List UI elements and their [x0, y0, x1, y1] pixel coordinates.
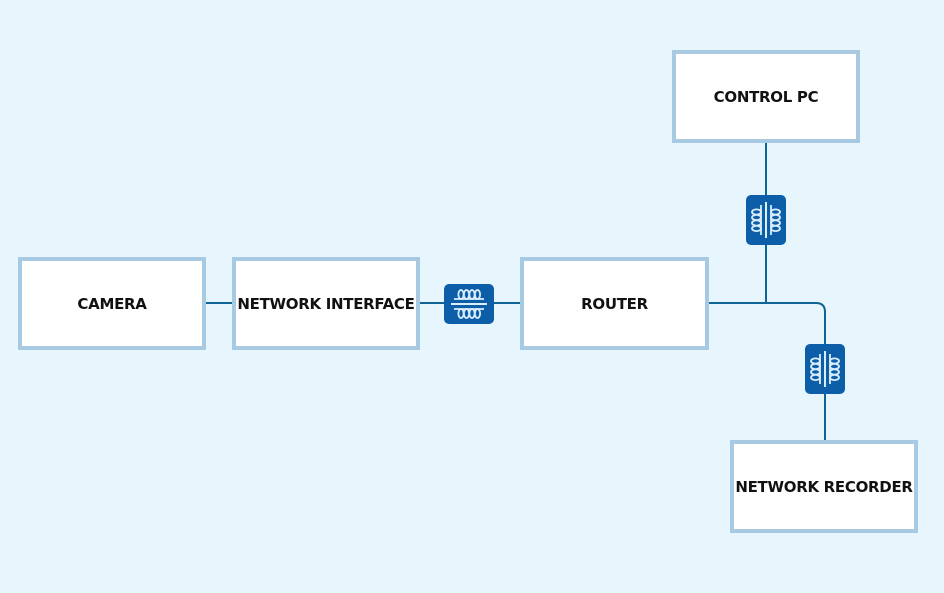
control-pc-node: CONTROL PC [672, 50, 860, 143]
router-label: ROUTER [581, 294, 648, 313]
network-interface-node: NETWORK INTERFACE [232, 257, 420, 350]
cable-coupler-icon [804, 343, 846, 395]
camera-label: CAMERA [77, 294, 147, 313]
cable-coupler-icon [745, 194, 787, 246]
network-recorder-label: NETWORK RECORDER [735, 477, 913, 496]
camera-node: CAMERA [18, 257, 206, 350]
network-interface-label: NETWORK INTERFACE [237, 294, 415, 313]
link-junction-recorder [766, 302, 826, 440]
cable-coupler-icon [443, 283, 495, 325]
network-recorder-node: NETWORK RECORDER [730, 440, 918, 533]
control-pc-label: CONTROL PC [713, 87, 819, 106]
router-node: ROUTER [520, 257, 709, 350]
